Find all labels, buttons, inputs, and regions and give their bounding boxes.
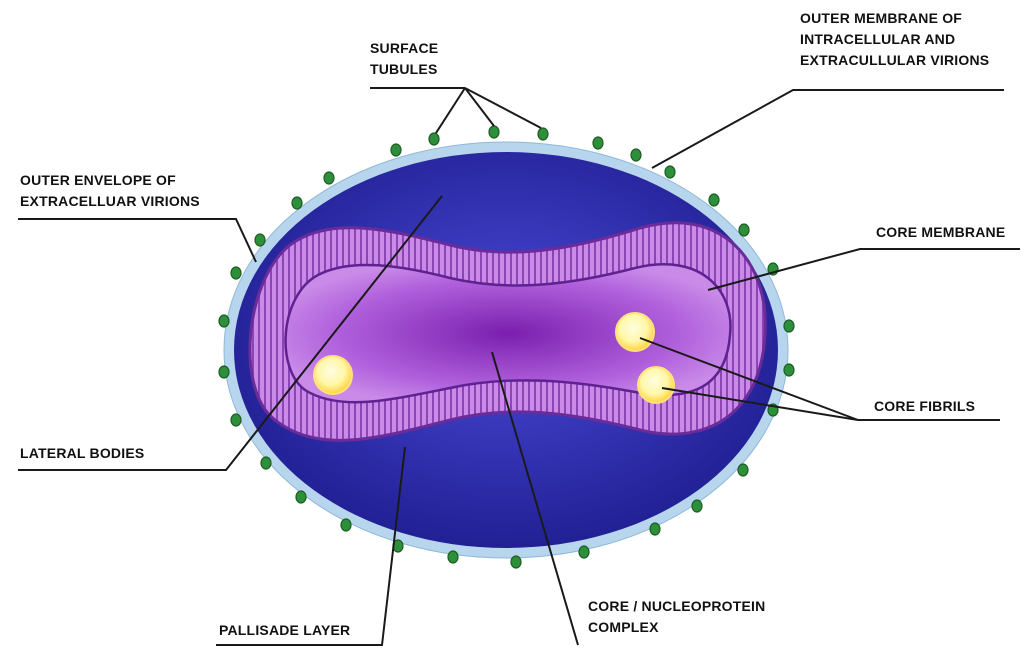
leader-outer-envelope [18,218,257,263]
label-outer-membrane-line3: EXTRACULLULAR VIRIONS [800,52,990,68]
leader-lines [18,87,1020,646]
label-outer-envelope-line2: EXTRACELLUAR VIRIONS [20,193,200,209]
lateral-body-left [313,355,353,395]
core-membrane-shape [284,263,732,404]
lateral-body-lower-right [637,366,675,404]
label-core-nucleoprotein: CORE / NUCLEOPROTEIN COMPLEX [588,596,765,638]
label-core-fibrils-line1: CORE FIBRILS [874,398,976,414]
label-pallisade-layer-line1: PALLISADE LAYER [219,622,351,638]
label-outer-membrane-line1: OUTER MEMBRANE OF [800,10,963,26]
lateral-body-upper-right [615,312,655,352]
label-core-fibrils: CORE FIBRILS [874,396,975,417]
label-lateral-bodies-line1: LATERAL BODIES [20,445,145,461]
label-pallisade-layer: PALLISADE LAYER [219,620,350,641]
label-outer-envelope: OUTER ENVELOPE OF EXTRACELLUAR VIRIONS [20,170,200,212]
leader-lateral-bodies [18,195,443,471]
leader-outer-membrane [651,89,1004,169]
label-surface-tubules-line2: TUBULES [370,61,438,77]
label-lateral-bodies: LATERAL BODIES [20,443,144,464]
label-core-membrane-line1: CORE MEMBRANE [876,224,1006,240]
label-surface-tubules: SURFACE TUBULES [370,38,438,80]
label-outer-envelope-line1: OUTER ENVELOPE OF [20,172,176,188]
label-outer-membrane: OUTER MEMBRANE OF INTRACELLULAR AND EXTR… [800,8,989,71]
label-surface-tubules-line1: SURFACE [370,40,439,56]
surface-tubules [218,125,795,569]
label-core-nucleoprotein-line1: CORE / NUCLEOPROTEIN [588,598,766,614]
leader-pallisade-layer [216,446,406,646]
label-core-nucleoprotein-line2: COMPLEX [588,619,659,635]
leader-core-membrane [707,248,1020,291]
label-outer-membrane-line2: INTRACELLULAR AND [800,31,956,47]
label-core-membrane: CORE MEMBRANE [876,222,1005,243]
leader-core-nucleoprotein [491,351,579,646]
